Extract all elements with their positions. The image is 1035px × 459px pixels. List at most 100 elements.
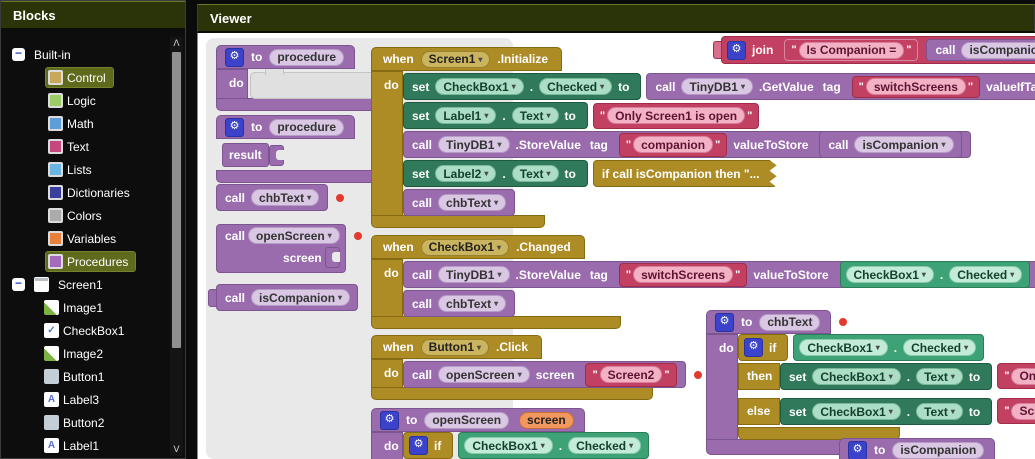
palette-item-control[interactable]: Control bbox=[2, 66, 169, 89]
then-row[interactable]: then set CheckBox1▾ . Text▾ to "Onl bbox=[738, 363, 1035, 390]
component-dropdown[interactable]: Button1▾ bbox=[420, 338, 490, 356]
block-call-chbtext-palette[interactable]: call chbText▾ bbox=[216, 184, 345, 211]
empty-result-socket[interactable] bbox=[268, 144, 284, 166]
component-dropdown[interactable]: CheckBox1▾ bbox=[435, 78, 524, 95]
call-tinydb-storevalue-row[interactable]: call TinyDB1▾ .StoreValue tag "switchScr… bbox=[403, 261, 1035, 288]
text-string-block[interactable]: "switchScreens" bbox=[618, 262, 748, 287]
text-string-block[interactable]: "switchScreens" bbox=[851, 75, 981, 98]
procedure-name-field[interactable]: isCompanion bbox=[892, 441, 985, 459]
palette-item-text[interactable]: Text bbox=[2, 135, 169, 158]
procedure-dropdown[interactable]: isCompanion▾ bbox=[854, 136, 954, 153]
property-dropdown[interactable]: Checked▾ bbox=[539, 78, 613, 95]
text-string-block[interactable]: "Screen2" bbox=[585, 362, 677, 387]
checkbox1-checked-getter[interactable]: CheckBox1▾ . Checked▾ bbox=[839, 261, 1031, 288]
block-join[interactable]: ⚙ join "Is Companion =" call isCompanion… bbox=[713, 36, 1035, 64]
palette-item-variables[interactable]: Variables bbox=[2, 227, 169, 250]
property-dropdown[interactable]: Text▾ bbox=[916, 403, 963, 420]
property-dropdown[interactable]: Text▾ bbox=[511, 107, 559, 124]
palette-item-colors[interactable]: Colors bbox=[2, 204, 169, 227]
block-call-iscompanion-palette[interactable]: call isCompanion▾ bbox=[208, 284, 359, 311]
procedure-dropdown[interactable]: isCompanion▾ bbox=[961, 41, 1035, 59]
checkbox1-checked-getter[interactable]: CheckBox1▾ . Checked▾ bbox=[793, 334, 985, 361]
block-when-screen1-initialize[interactable]: when Screen1▾ .Initialize do set CheckBo… bbox=[371, 47, 1035, 228]
block-to-procedure-result[interactable]: ⚙ to procedure result bbox=[216, 115, 386, 183]
block-when-checkbox1-changed[interactable]: when CheckBox1▾ .Changed do call TinyDB1… bbox=[371, 235, 1035, 329]
call-iscompanion-value[interactable]: call isCompanion▾ bbox=[926, 39, 1035, 61]
empty-arg-socket[interactable] bbox=[324, 247, 340, 268]
block-to-openscreen-def[interactable]: ⚙ to openScreen screen do ⚙ if CheckBox1… bbox=[371, 408, 727, 459]
component-dropdown[interactable]: CheckBox1▾ bbox=[812, 368, 901, 385]
palette-item-lists[interactable]: Lists bbox=[2, 158, 169, 181]
component-dropdown[interactable]: Label2▾ bbox=[435, 165, 497, 182]
palette-item-math[interactable]: Math bbox=[2, 112, 169, 135]
property-dropdown[interactable]: Checked▾ bbox=[903, 339, 977, 356]
component-item-button2[interactable]: Button2 bbox=[2, 411, 169, 434]
palette-item-logic[interactable]: Logic bbox=[2, 89, 169, 112]
procedure-name-field[interactable]: openScreen bbox=[424, 411, 510, 429]
component-dropdown[interactable]: TinyDB1▾ bbox=[438, 136, 510, 153]
checkbox1-checked-getter[interactable]: CheckBox1▾ . Checked▾ bbox=[458, 432, 650, 459]
property-dropdown[interactable]: Text▾ bbox=[916, 368, 963, 385]
property-dropdown[interactable]: Checked▾ bbox=[949, 266, 1023, 283]
block-when-button1-click[interactable]: when Button1▾ .Click do call openScreen▾… bbox=[371, 335, 702, 400]
component-item-image1[interactable]: Image1 bbox=[2, 296, 169, 319]
parameter-chip[interactable]: screen bbox=[519, 411, 574, 429]
if-then-else-block[interactable]: ⚙ if CheckBox1▾ . Checked▾ then set bbox=[738, 334, 1035, 440]
property-dropdown[interactable]: Checked▾ bbox=[568, 437, 642, 454]
procedure-dropdown[interactable]: isCompanion▾ bbox=[251, 289, 351, 306]
scroll-up-icon[interactable]: ᐱ bbox=[173, 38, 180, 48]
text-string-block[interactable]: "companion" bbox=[618, 132, 728, 157]
text-string-block[interactable]: "Scr bbox=[997, 398, 1035, 424]
component-dropdown[interactable]: CheckBox1▾ bbox=[845, 266, 934, 283]
collapse-icon[interactable]: − bbox=[12, 47, 25, 61]
gear-icon[interactable]: ⚙ bbox=[225, 117, 244, 137]
procedure-name-field[interactable]: chbText bbox=[759, 313, 821, 331]
gear-icon[interactable]: ⚙ bbox=[380, 410, 399, 430]
text-string-block[interactable]: "Only Screen1 is open" bbox=[592, 102, 760, 129]
scroll-down-icon[interactable]: ᐯ bbox=[173, 444, 180, 454]
call-tinydb-storevalue-row[interactable]: call TinyDB1▾ .StoreValue tag "companion… bbox=[403, 131, 971, 158]
component-item-image2[interactable]: Image2 bbox=[2, 342, 169, 365]
set-label2-text-row[interactable]: set Label2▾ . Text▾ to if call isCompani… bbox=[403, 160, 777, 187]
sidebar-scrollbar[interactable]: ᐱ ᐯ bbox=[170, 37, 183, 456]
else-row[interactable]: else set CheckBox1▾ . Text▾ to "Scr bbox=[738, 398, 1035, 425]
component-item-button1[interactable]: Button1 bbox=[2, 365, 169, 388]
property-dropdown[interactable]: Text▾ bbox=[511, 165, 559, 182]
call-openscreen-row[interactable]: call openScreen▾ screen "Screen2" bbox=[403, 361, 702, 388]
gear-icon[interactable]: ⚙ bbox=[225, 47, 244, 67]
call-tinydb-getvalue[interactable]: call TinyDB1▾ .GetValue tag "switchScree… bbox=[646, 73, 1035, 100]
palette-item-procedures[interactable]: Procedures bbox=[2, 250, 169, 273]
set-label1-text-row[interactable]: set Label1▾ . Text▾ to "Only Screen1 is … bbox=[403, 102, 760, 129]
procedure-dropdown[interactable]: chbText▾ bbox=[438, 194, 507, 211]
block-to-chbtext-def[interactable]: ⚙ to chbText do ⚙ if CheckBox1▾ bbox=[706, 310, 1035, 455]
collapsed-if-block[interactable]: if call isCompanion then "... bbox=[593, 160, 777, 187]
component-dropdown[interactable]: TinyDB1▾ bbox=[681, 78, 753, 95]
text-string-block[interactable]: "Is Companion =" bbox=[784, 39, 919, 61]
call-iscompanion-value[interactable]: call isCompanion▾ bbox=[819, 131, 962, 158]
component-dropdown[interactable]: CheckBox1▾ bbox=[420, 238, 510, 256]
procedure-dropdown[interactable]: openScreen▾ bbox=[438, 366, 530, 383]
component-dropdown[interactable]: Label1▾ bbox=[435, 107, 497, 124]
component-item-checkbox1[interactable]: ✓CheckBox1 bbox=[2, 319, 169, 342]
component-dropdown[interactable]: TinyDB1▾ bbox=[438, 266, 510, 283]
gear-icon[interactable]: ⚙ bbox=[744, 338, 763, 357]
procedure-dropdown[interactable]: chbText▾ bbox=[251, 189, 320, 206]
procedure-dropdown[interactable]: openScreen▾ bbox=[248, 227, 340, 244]
call-chbtext-row[interactable]: call chbText▾ bbox=[403, 189, 516, 216]
palette-item-dictionaries[interactable]: Dictionaries bbox=[2, 181, 169, 204]
block-to-iscompanion-def[interactable]: ⚙ to isCompanion bbox=[839, 438, 996, 459]
text-string-block[interactable]: "Onl bbox=[997, 363, 1035, 389]
gear-icon[interactable]: ⚙ bbox=[409, 436, 428, 455]
tree-node-screen1[interactable]: − Screen1 bbox=[2, 273, 169, 296]
component-dropdown[interactable]: Screen1▾ bbox=[420, 50, 491, 68]
set-checkbox1-checked-row[interactable]: set CheckBox1▾ . Checked▾ to call TinyDB… bbox=[403, 73, 1035, 100]
blocks-workspace[interactable]: ⚙ to procedure do ⚙ to procedure result bbox=[197, 33, 1035, 459]
tree-node-builtin[interactable]: − Built-in bbox=[2, 43, 169, 66]
collapse-icon[interactable]: − bbox=[12, 277, 25, 291]
procedure-name-field[interactable]: procedure bbox=[269, 118, 345, 136]
if-block-header[interactable]: ⚙ if CheckBox1▾ . Checked▾ bbox=[403, 432, 727, 459]
gear-icon[interactable]: ⚙ bbox=[848, 440, 867, 459]
procedure-name-field[interactable]: procedure bbox=[269, 48, 345, 66]
